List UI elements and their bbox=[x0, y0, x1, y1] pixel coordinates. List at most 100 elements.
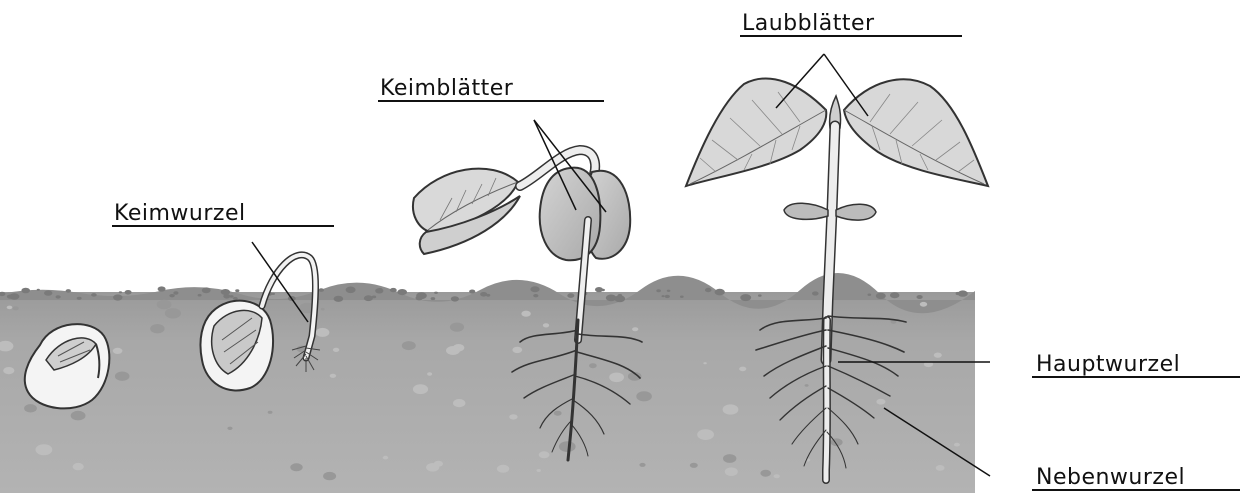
soil-pebble bbox=[318, 288, 324, 292]
stage4-leaf-left bbox=[686, 78, 826, 186]
soil-pebble bbox=[725, 467, 738, 476]
soil-pebble bbox=[113, 294, 122, 300]
soil-pebble bbox=[639, 463, 645, 467]
stage4-cotyledon-right bbox=[836, 204, 876, 220]
soil-pebble bbox=[56, 295, 61, 298]
soil-pebble bbox=[37, 289, 40, 291]
label-laubblaetter: Laubblätter bbox=[742, 11, 875, 36]
soil-pebble bbox=[760, 470, 771, 477]
soil-pebble bbox=[705, 288, 712, 292]
label-keimblaetter: Keimblätter bbox=[380, 76, 514, 101]
soil-pebble bbox=[715, 289, 725, 296]
soil-pebble bbox=[378, 288, 382, 291]
soil-pebble bbox=[567, 293, 574, 298]
soil-pebble bbox=[119, 291, 122, 293]
soil-pebble bbox=[469, 290, 475, 294]
soil-pebble bbox=[497, 465, 509, 473]
soil-pebble bbox=[703, 362, 706, 364]
soil-pebble bbox=[383, 456, 388, 460]
soil-pebble bbox=[723, 404, 739, 414]
stage4-leaf-right bbox=[844, 79, 988, 186]
soil-pebble bbox=[333, 348, 339, 352]
soil-pebble bbox=[521, 311, 530, 317]
soil-pebble bbox=[91, 293, 97, 297]
soil-pebble bbox=[223, 294, 230, 299]
soil-pebble bbox=[697, 429, 714, 440]
soil-pebble bbox=[221, 289, 230, 295]
soil-pebble bbox=[334, 296, 344, 302]
soil-pebble bbox=[431, 297, 436, 300]
soil-pebble bbox=[434, 292, 438, 294]
soil-pebble bbox=[934, 353, 942, 358]
soil-pebble bbox=[614, 295, 625, 302]
soil-pebble bbox=[530, 286, 539, 292]
soil-pebble bbox=[115, 372, 130, 381]
soil-pebble bbox=[509, 414, 517, 419]
label-nebenwurzel: Nebenwurzel bbox=[1036, 465, 1185, 490]
soil-pebble bbox=[150, 324, 164, 333]
soil-pebble bbox=[125, 290, 132, 295]
soil-pebble bbox=[559, 441, 576, 452]
soil-pebble bbox=[453, 399, 465, 407]
soil-pebble bbox=[876, 399, 885, 405]
soil-pebble bbox=[537, 469, 541, 472]
soil-pebble bbox=[21, 288, 30, 294]
soil-pebble bbox=[36, 444, 53, 455]
soil-pebble bbox=[936, 465, 945, 471]
soil-pebble bbox=[758, 294, 762, 296]
soil-pebble bbox=[227, 427, 232, 430]
soil-pebble bbox=[390, 288, 397, 292]
soil-pebble bbox=[680, 296, 684, 298]
soil-pebble bbox=[173, 291, 178, 294]
soil-pebble bbox=[740, 294, 751, 301]
soil-pebble bbox=[165, 308, 181, 318]
soil-pebble bbox=[316, 328, 330, 337]
soil-pebble bbox=[9, 293, 19, 299]
soil-pebble bbox=[346, 287, 356, 294]
soil-pebble bbox=[233, 297, 238, 300]
soil-pebble bbox=[486, 294, 490, 297]
soil-pebble bbox=[416, 296, 423, 301]
soil-pebble bbox=[876, 293, 886, 299]
soil-pebble bbox=[667, 290, 671, 292]
soil-pebble bbox=[589, 363, 597, 368]
soil-pebble bbox=[954, 443, 960, 447]
soil-pebble bbox=[413, 384, 428, 394]
soil-pebble bbox=[323, 472, 336, 480]
soil-pebble bbox=[812, 291, 819, 295]
soil-pebble bbox=[402, 341, 416, 350]
soil-pebble bbox=[71, 411, 86, 421]
soil-pebble bbox=[427, 372, 432, 375]
soil-pebble bbox=[665, 295, 670, 298]
soil-pebble bbox=[330, 374, 336, 378]
soil-pebble bbox=[3, 367, 14, 374]
soil-pebble bbox=[632, 327, 638, 331]
soil-pebble bbox=[434, 461, 443, 467]
stage3-cotyledon-left bbox=[540, 168, 601, 261]
soil-pebble bbox=[451, 296, 459, 301]
soil-pebble bbox=[235, 289, 239, 292]
soil-pebble bbox=[662, 295, 665, 297]
soil-pebble bbox=[198, 294, 202, 297]
soil-pebble bbox=[723, 454, 736, 463]
label-hauptwurzel: Hauptwurzel bbox=[1036, 352, 1180, 377]
soil-pebble bbox=[372, 296, 376, 299]
soil-pebble bbox=[66, 289, 71, 293]
soil-pebble bbox=[77, 297, 82, 300]
stage4-cotyledon-left bbox=[784, 203, 828, 219]
soil-pebble bbox=[268, 411, 273, 414]
soil-pebble bbox=[636, 391, 652, 401]
soil-pebble bbox=[868, 294, 872, 296]
soil-pebble bbox=[554, 411, 562, 416]
soil-pebble bbox=[397, 289, 407, 295]
soil-pebble bbox=[446, 346, 460, 355]
soil-pebble bbox=[157, 300, 172, 310]
soil-pebble bbox=[7, 306, 13, 310]
soil-pebble bbox=[202, 287, 211, 293]
soil-pebble bbox=[169, 294, 174, 297]
soil-pebble bbox=[609, 373, 624, 383]
soil-pebble bbox=[958, 290, 968, 296]
soil-pebble bbox=[290, 463, 302, 471]
soil-pebble bbox=[73, 463, 84, 470]
